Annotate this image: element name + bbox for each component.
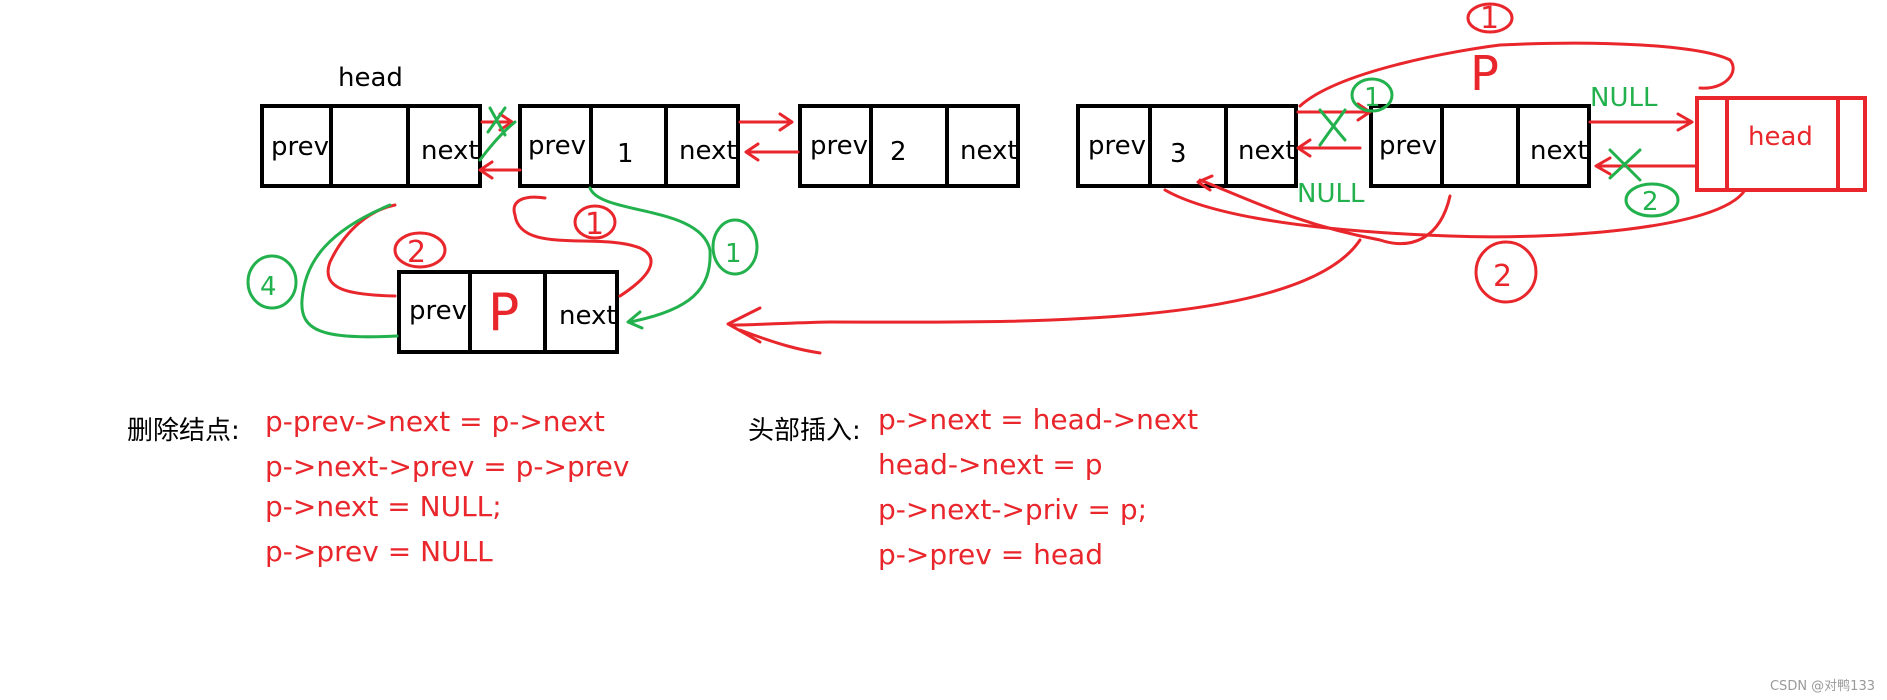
node-p-next: next (559, 301, 617, 331)
head-label-top: head (338, 63, 403, 93)
mark-green-1-right: 1 (1364, 83, 1381, 113)
insert-section-label: 头部插入: (748, 416, 861, 446)
insert-line-4: p->prev = head (878, 538, 1103, 571)
delete-line-2: p->next->prev = p->prev (265, 450, 630, 483)
node-tail-next: next (1530, 136, 1588, 166)
node-3-next: next (1238, 136, 1296, 166)
node-p-prev: prev (409, 296, 467, 326)
p-letter-top: P (1470, 46, 1499, 102)
node-3-prev: prev (1088, 131, 1146, 161)
node-p-value: P (488, 283, 519, 343)
head-node-label: head (1748, 122, 1813, 152)
watermark: CSDN @对鸭133 (1769, 679, 1875, 694)
null-left: NULL (1297, 179, 1365, 209)
null-top: NULL (1590, 83, 1658, 113)
node-1-next: next (679, 136, 737, 166)
mark-red-1-top: 1 (1480, 1, 1499, 36)
node-1: prev 1 next (518, 104, 740, 188)
delete-line-4: p->prev = NULL (265, 535, 493, 568)
mark-red-1-left: 1 (585, 207, 604, 242)
node-1-prev: prev (528, 131, 586, 161)
mark-red-2-right: 2 (1493, 259, 1512, 294)
step-marks-left: 1 2 1 4 (246, 204, 759, 310)
mark-green-4-left: 4 (260, 272, 277, 302)
insert-line-1: p->next = head->next (878, 403, 1199, 436)
insert-arrows: P 1 2 1 2 NULL NULL (726, 1, 1747, 355)
node-2: prev 2 next (798, 104, 1020, 188)
mark-red-2-left: 2 (407, 235, 426, 270)
mark-green-1-left: 1 (725, 239, 742, 269)
delete-line-1: p-prev->next = p->next (265, 405, 605, 438)
node-1-value: 1 (617, 139, 634, 169)
node-tail-prev: prev (1379, 131, 1437, 161)
mark-green-2-right: 2 (1642, 187, 1659, 217)
node-2-value: 2 (890, 137, 907, 167)
node-p: prev P next (397, 270, 619, 354)
delete-arrows (300, 106, 712, 339)
node-tail: prev next (1369, 104, 1591, 188)
node-3: prev 3 next (1076, 104, 1298, 188)
node-2-next: next (960, 136, 1018, 166)
insert-line-3: p->next->priv = p; (878, 493, 1148, 526)
node-head-new: head (1695, 96, 1867, 192)
node-3-value: 3 (1170, 139, 1187, 169)
node-head: prev next (260, 104, 482, 188)
node-head-prev: prev (271, 132, 329, 162)
delete-line-3: p->next = NULL; (265, 490, 502, 523)
delete-section-label: 删除结点: (127, 416, 240, 446)
node-2-prev: prev (810, 131, 868, 161)
insert-line-2: head->next = p (878, 448, 1103, 481)
node-head-next: next (421, 136, 479, 166)
